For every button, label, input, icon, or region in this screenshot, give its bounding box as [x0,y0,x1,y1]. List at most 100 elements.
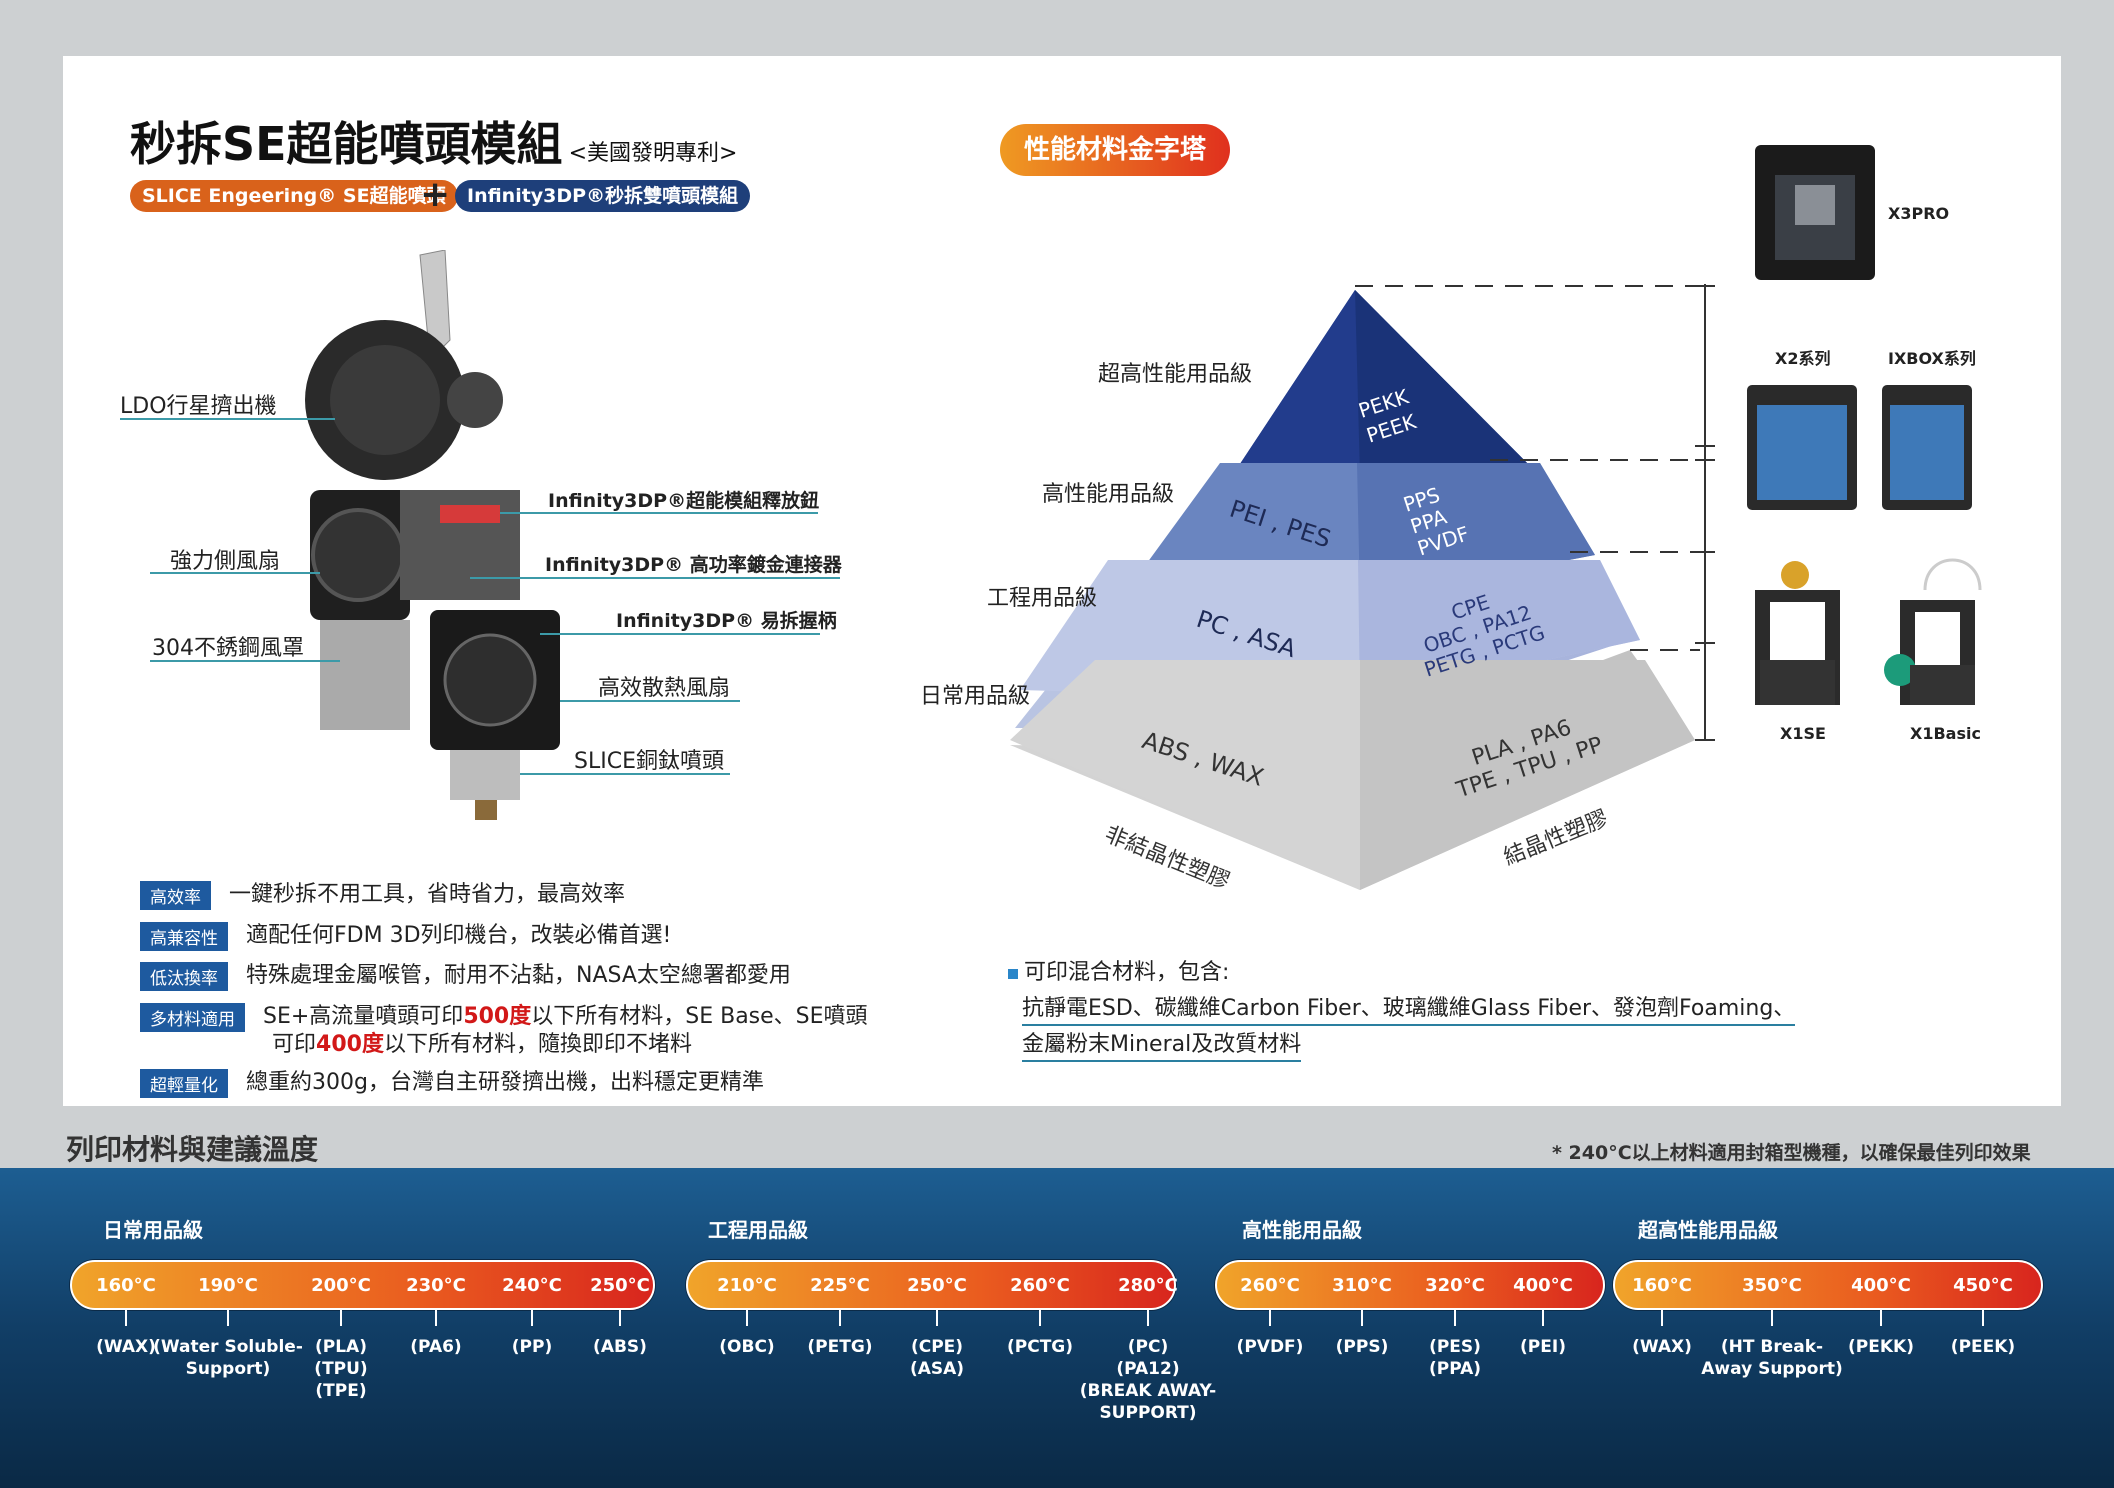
temp-material: (Water Soluble- Support) [153,1337,303,1380]
temp-value: 280°C [1118,1275,1178,1296]
temp-tick [1542,1310,1544,1326]
temp-value: 200°C [311,1275,371,1296]
label-handle: Infinity3DP® 易拆握柄 [616,610,837,632]
temp-material: (PES) (PPA) [1428,1337,1482,1380]
temp-value: 450°C [1953,1275,2013,1296]
pyramid-badge: 性能材料金字塔 [1000,124,1231,176]
label-extruder: LDO行星擠出機 [120,394,277,419]
temp-tick [1661,1310,1663,1326]
leader-line [540,633,820,635]
feature-row: 低汰換率特殊處理金屬喉管，耐用不沾黏，NASA太空總署都愛用 [140,957,791,991]
temp-value: 160°C [96,1275,156,1296]
temp-value: 240°C [502,1275,562,1296]
temp-material: (WAX) [1632,1337,1692,1357]
group-engineering: 工程用品級 [708,1218,808,1242]
printer-x1se-label: X1SE [1780,724,1826,743]
x1basic-printer-icon [1884,558,1982,705]
temp-material: (PC) (PA12) (BREAK AWAY- SUPPORT) [1079,1337,1217,1424]
leader-line [520,773,730,775]
temp-material: (PCTG) [1006,1337,1074,1357]
level-ultra-high: 超高性能用品級 [1098,362,1253,387]
mixed-materials-heading: 可印混合材料，包含: [1008,954,1229,986]
temp-material: (PEEK) [1950,1337,2016,1357]
x1se-printer-icon [1755,561,1840,705]
temp-bar-daily [70,1260,655,1310]
temp-bar-high [1215,1260,1605,1310]
temp-value: 260°C [1240,1275,1300,1296]
temp-tick [1880,1310,1882,1326]
temp-tick [1982,1310,1984,1326]
leader-line [500,512,818,514]
temp-tick [1039,1310,1041,1326]
label-cool-fan: 高效散熱風扇 [598,676,731,701]
label-side-fan: 強力側風扇 [170,549,281,574]
level-daily: 日常用品級 [920,684,1031,709]
temp-material: (PA6) [410,1337,462,1357]
temp-material: (ABS) [593,1337,647,1357]
feature-row: 高兼容性適配任何FDM 3D列印機台，改裝必備首選! [140,917,671,951]
leader-line [120,418,335,420]
x3pro-printer-icon [1755,145,1875,280]
temp-tick [746,1310,748,1326]
temp-value: 310°C [1332,1275,1392,1296]
temp-value: 350°C [1742,1275,1802,1296]
temp-tick [936,1310,938,1326]
leader-line [470,577,840,579]
temp-tick [435,1310,437,1326]
temp-bar-ultra-high [1613,1260,2043,1310]
enclosure-note: * 240°C以上材料適用封箱型機種，以確保最佳列印效果 [1552,1142,2031,1164]
temp-material: (PVDF) [1236,1337,1304,1357]
page-title: 秒拆SE超能噴頭模組<美國發明專利> [130,117,738,171]
temp-tick [1771,1310,1773,1326]
temp-tick [1269,1310,1271,1326]
printer-ixbox-label: IXBOX系列 [1888,349,1976,368]
temp-value: 250°C [590,1275,650,1296]
temp-value: 210°C [717,1275,777,1296]
temp-bar-engineering [686,1260,1176,1310]
temp-value: 160°C [1632,1275,1692,1296]
temp-value: 190°C [198,1275,258,1296]
infinity-badge: Infinity3DP®秒拆雙噴頭模組 [455,180,751,212]
ixbox-printer-icon [1882,385,1972,510]
temp-material: (PEI) [1520,1337,1566,1357]
plus-sign: + [420,174,451,215]
temp-tick [1361,1310,1363,1326]
printer-x3pro-label: X3PRO [1888,204,1950,223]
printhead-illustration [305,250,560,820]
leader-line [150,572,320,574]
temperature-band [0,1168,2114,1488]
printer-x1basic-label: X1Basic [1910,724,1981,743]
slice-badge: SLICE Engeering® SE超能噴頭 [130,180,458,212]
printer-x2-label: X2系列 [1775,349,1831,368]
temp-material: (WAX) [96,1337,156,1357]
level-high: 高性能用品級 [1042,482,1175,507]
temp-value: 230°C [406,1275,466,1296]
temp-tick [839,1310,841,1326]
feature-row-multi-line2: 可印400度以下所有材料，隨換即印不堵料 [272,1032,692,1057]
label-connector: Infinity3DP® 高功率鍍金連接器 [545,554,842,576]
temp-material: (PETG) [807,1337,873,1357]
temp-tick [619,1310,621,1326]
temp-value: 320°C [1425,1275,1485,1296]
temp-value: 225°C [810,1275,870,1296]
temperature-section-title: 列印材料與建議溫度 [66,1133,319,1166]
x2-printer-icon [1747,385,1857,510]
temp-value: 250°C [907,1275,967,1296]
temp-tick [125,1310,127,1326]
feature-row: 高效率一鍵秒拆不用工具，省時省力，最高效率 [140,876,625,910]
temp-value: 260°C [1010,1275,1070,1296]
temp-tick [340,1310,342,1326]
temp-tick [531,1310,533,1326]
temp-material: (HT Break- Away Support) [1701,1337,1843,1380]
label-nozzle: SLICE銅鈦噴頭 [574,749,724,774]
temp-material: (CPE) (ASA) [909,1337,965,1380]
temp-value: 400°C [1513,1275,1573,1296]
leader-line [560,700,740,702]
leader-line [150,660,340,662]
temp-tick [1147,1310,1149,1326]
group-ultra-high: 超高性能用品級 [1638,1218,1778,1242]
label-release-button: Infinity3DP®超能模組釋放鈕 [548,490,820,512]
temp-value: 400°C [1851,1275,1911,1296]
group-daily: 日常用品級 [103,1218,203,1242]
